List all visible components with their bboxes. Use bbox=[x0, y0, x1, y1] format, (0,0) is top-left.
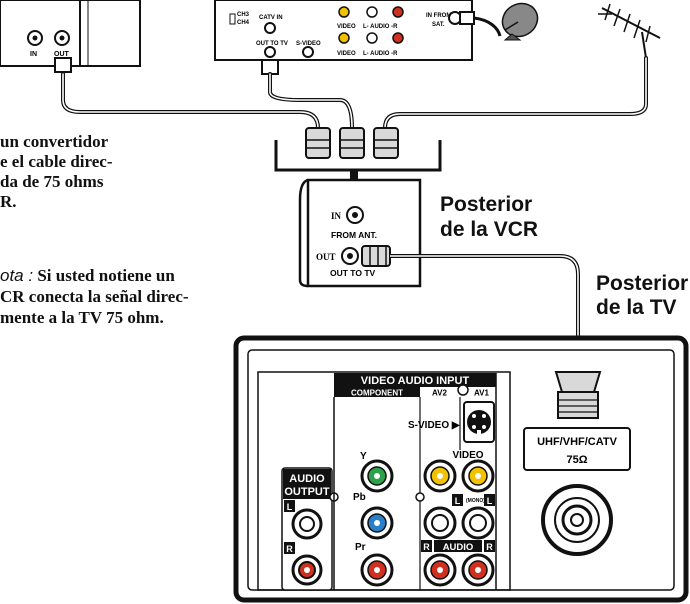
audio-output-label-1: AUDIO bbox=[289, 473, 325, 485]
in-from-label: IN FROM bbox=[426, 13, 451, 19]
s-video-jack bbox=[463, 401, 495, 443]
audio-output-label-2: OUTPUT bbox=[284, 486, 330, 498]
audio-output-group: AUDIO OUTPUT L R bbox=[281, 467, 339, 591]
av2-video-jack bbox=[423, 459, 457, 493]
satellite-dish-icon bbox=[473, 2, 539, 41]
note1-line-3: da de 75 ohms bbox=[0, 172, 104, 191]
vcr-out-jack bbox=[341, 247, 359, 265]
vcr-label-line-1: Posterior bbox=[440, 193, 533, 216]
catv-in-jack bbox=[264, 22, 276, 34]
antenna-icon bbox=[598, 3, 661, 59]
tv-label-line-2: de la TV bbox=[596, 296, 677, 319]
sat-in-plug bbox=[459, 11, 475, 25]
note1-line-1: un convertidor bbox=[0, 132, 109, 151]
note2-line-1: ota : Si usted notiene un bbox=[0, 266, 175, 286]
tv-rf-plug bbox=[554, 371, 602, 419]
sat-video-label-2: VIDEO bbox=[337, 51, 356, 57]
tv-antenna-jack bbox=[541, 484, 613, 556]
sat-s-video-label: S-VIDEO bbox=[296, 41, 321, 47]
av1-audio-r-jack bbox=[461, 553, 495, 587]
note2-line-2: CR conecta la señal direc- bbox=[0, 287, 189, 306]
vcr-in-label: IN bbox=[331, 211, 342, 221]
sat-label: SAT. bbox=[432, 22, 445, 28]
sat-out-to-tv-jack bbox=[264, 46, 276, 58]
cable-box-out-label: OUT bbox=[54, 51, 70, 58]
ch4-label: CH4 bbox=[237, 20, 250, 26]
pr-label: Pr bbox=[355, 542, 366, 553]
cable-box-in-jack bbox=[27, 30, 43, 46]
uhf-label-box: UHF/VHF/CATV 75Ω bbox=[523, 427, 631, 471]
connector-2 bbox=[339, 127, 365, 159]
vcr-out-to-tv-label: OUT TO TV bbox=[330, 268, 376, 278]
av1-r-label: R bbox=[486, 542, 493, 552]
sat-out-plug bbox=[261, 59, 279, 75]
video-audio-input-header: VIDEO AUDIO INPUT COMPONENT AV2 AV1 bbox=[333, 373, 497, 590]
pb-jack bbox=[360, 506, 394, 540]
note1-line-4: R. bbox=[0, 192, 17, 211]
sat-audio-label-2: L- AUDIO -R bbox=[363, 51, 398, 57]
connector-1 bbox=[305, 127, 331, 159]
cables bbox=[61, 56, 648, 130]
satellite-receiver: CH3 CH4 CATV IN OUT TO TV S-VIDEO VIDEO … bbox=[214, 0, 475, 75]
note2-prefix: ota : bbox=[0, 266, 34, 285]
av1-label: AV1 bbox=[474, 389, 490, 398]
pr-jack bbox=[360, 553, 394, 587]
mono-label: (MONO) bbox=[466, 498, 485, 504]
note2-line-1-rest: Si usted notiene un bbox=[33, 266, 175, 285]
uhf-label: UHF/VHF/CATV bbox=[537, 436, 618, 448]
vcr-from-ant-label: FROM ANT. bbox=[331, 230, 377, 240]
note2-line-3: mente a la TV 75 ohm. bbox=[0, 308, 164, 327]
audio-output-l-jack bbox=[291, 508, 323, 540]
av2-l-label: L bbox=[455, 496, 461, 506]
audio-output-r-label: R bbox=[286, 544, 293, 554]
av2-audio-l-jack bbox=[423, 506, 457, 540]
sat-audio-r-jack-1 bbox=[392, 6, 404, 18]
video-label: VIDEO bbox=[452, 450, 483, 461]
sat-audio-l-jack-2 bbox=[366, 32, 378, 44]
audio-output-r-jack bbox=[291, 554, 323, 586]
connector-3 bbox=[373, 127, 399, 159]
component-label: COMPONENT bbox=[351, 389, 403, 398]
sat-video-jack-1 bbox=[338, 6, 350, 18]
y-label: Y bbox=[360, 451, 367, 462]
av2-label: AV2 bbox=[432, 389, 448, 398]
cable-box: IN OUT bbox=[0, 0, 141, 73]
pb-label: Pb bbox=[353, 492, 366, 503]
av1-video-jack bbox=[461, 459, 495, 493]
cable-box-plug bbox=[54, 57, 72, 73]
cable-box-out-jack bbox=[54, 30, 70, 46]
vcr-in-jack bbox=[346, 206, 364, 224]
av1-l-label: L bbox=[487, 496, 493, 506]
video-audio-input-title: VIDEO AUDIO INPUT bbox=[361, 375, 470, 387]
av2-audio-r-jack bbox=[423, 553, 457, 587]
vcr-out-label: OUT bbox=[316, 252, 336, 262]
av2-r-label: R bbox=[423, 542, 430, 552]
sat-video-label-1: VIDEO bbox=[337, 24, 356, 30]
ohm-label: 75Ω bbox=[566, 454, 587, 466]
vcr-rear: IN FROM ANT. OUT OUT TO TV bbox=[298, 178, 422, 288]
vcr-out-plug bbox=[361, 245, 391, 267]
ch3-label: CH3 bbox=[237, 12, 250, 18]
cable-box-in-label: IN bbox=[30, 51, 37, 58]
vcr-label-line-2: de la VCR bbox=[440, 218, 539, 241]
sat-audio-l-jack-1 bbox=[366, 6, 378, 18]
av1-audio-l-jack bbox=[461, 506, 495, 540]
y-jack bbox=[360, 459, 394, 493]
audio-output-l-label: L bbox=[287, 502, 293, 512]
s-video-label: S-VIDEO ▶ bbox=[408, 420, 461, 431]
tv-label-line-1: Posterior bbox=[596, 272, 689, 295]
audio-label: AUDIO bbox=[443, 542, 474, 553]
note1-line-2: e el cable direc- bbox=[0, 152, 113, 171]
sat-audio-r-jack-2 bbox=[392, 32, 404, 44]
sat-s-video-jack bbox=[302, 46, 314, 58]
sat-out-to-tv-label: OUT TO TV bbox=[256, 41, 288, 47]
sat-audio-label-1: L- AUDIO -R bbox=[363, 24, 398, 30]
sat-video-jack-2 bbox=[338, 32, 350, 44]
catv-in-label: CATV IN bbox=[259, 15, 283, 21]
